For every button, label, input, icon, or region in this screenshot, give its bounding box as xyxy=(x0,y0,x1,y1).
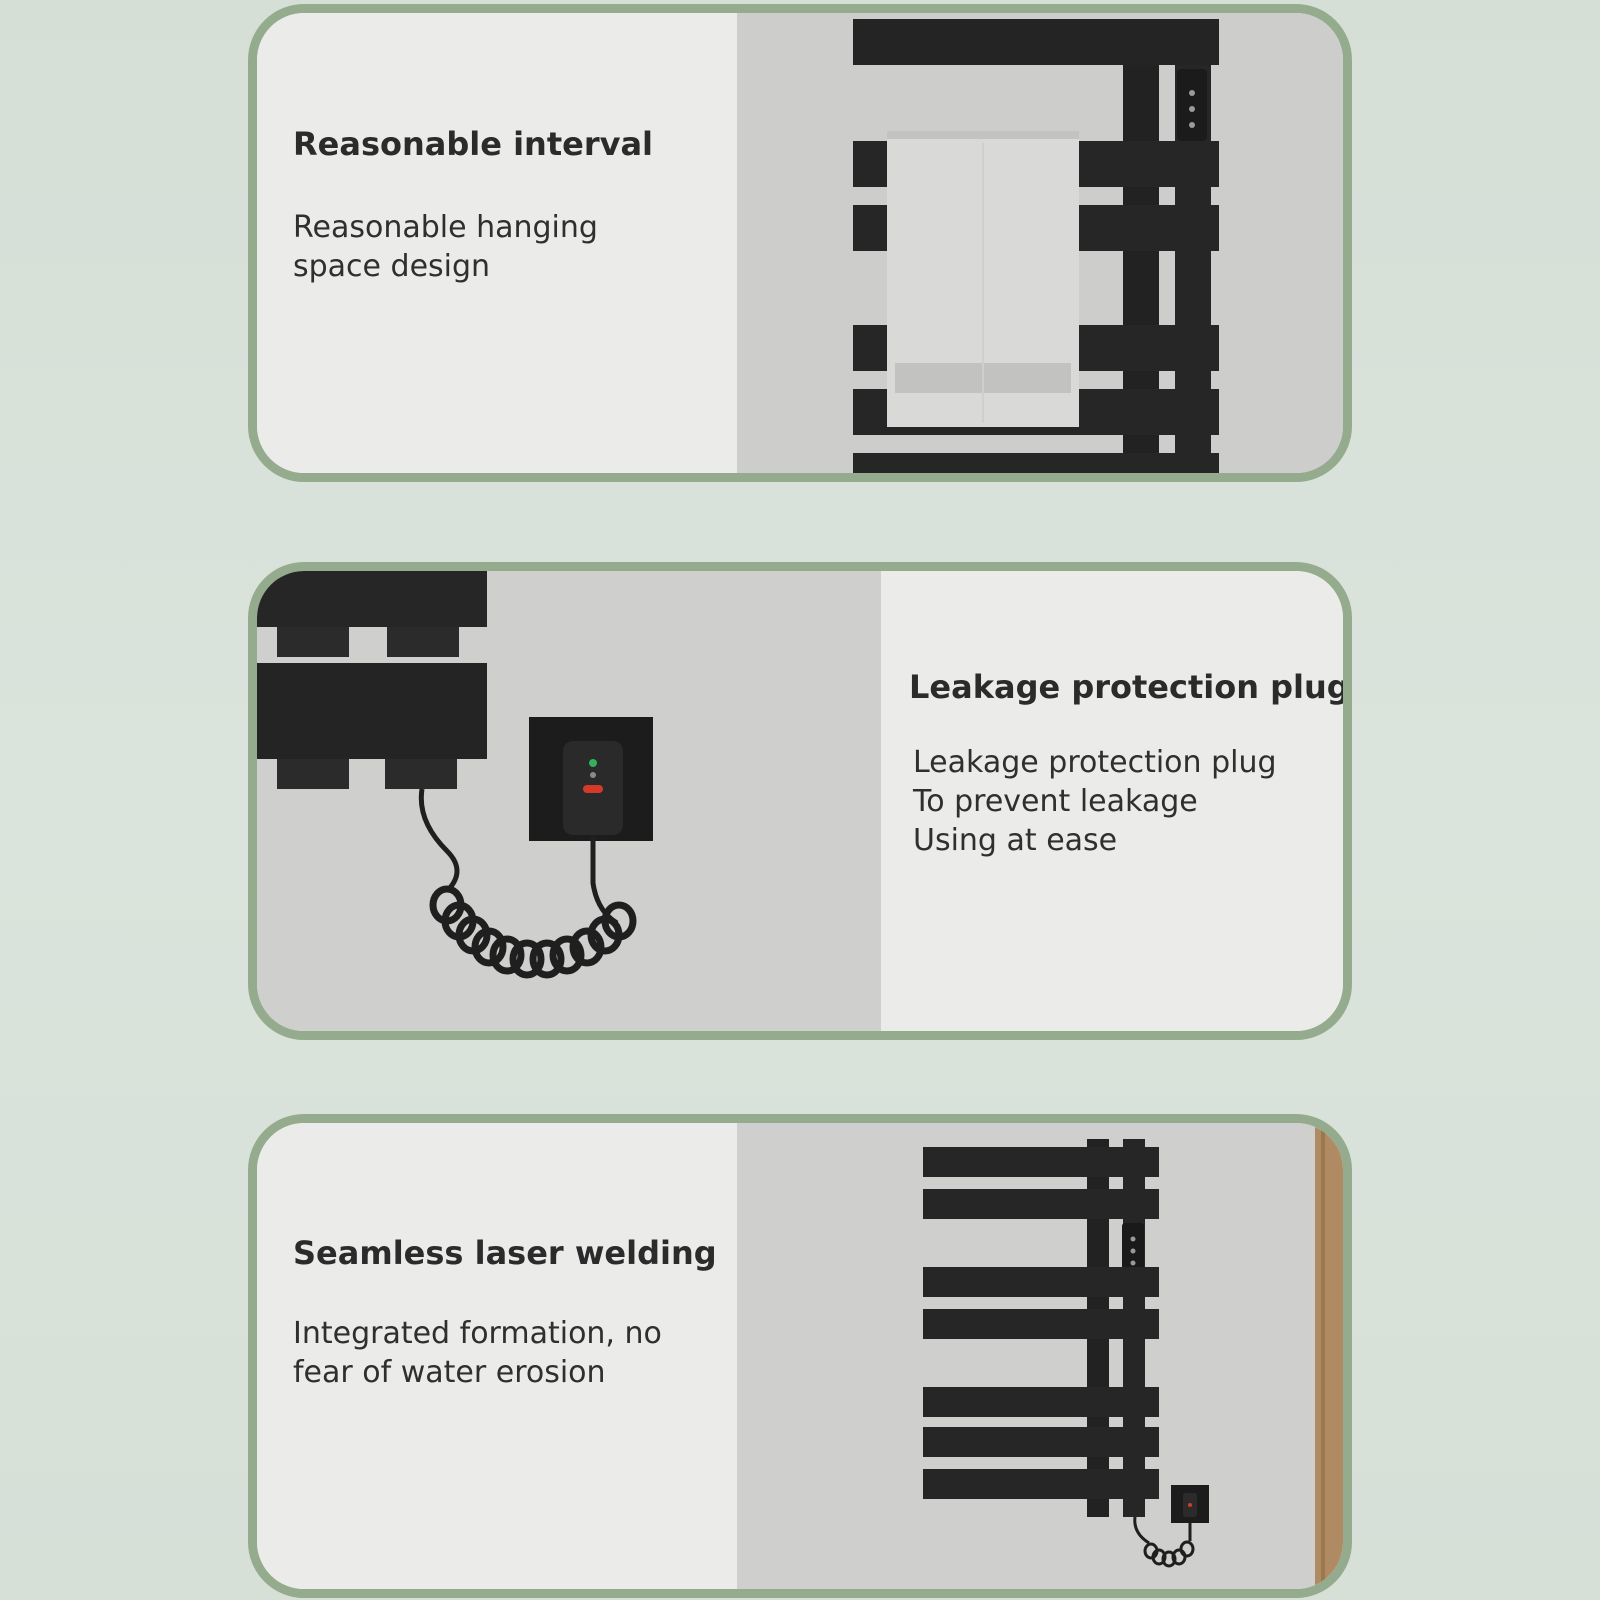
feature-description-line: Reasonable hanging xyxy=(293,210,598,245)
feature-card-welding: Seamless laser welding Integrated format… xyxy=(248,1114,1352,1598)
leakage-plug-image xyxy=(257,571,881,1031)
feature-description: Leakage protection plug To prevent leaka… xyxy=(913,743,1277,860)
feature-description-line: Integrated formation, no xyxy=(293,1316,662,1351)
feature-description: Reasonable hanging space design xyxy=(293,208,598,286)
welded-rail-image xyxy=(737,1123,1343,1589)
feature-description-line: space design xyxy=(293,249,491,284)
towel-rail-image xyxy=(737,13,1343,473)
feature-description-line: Leakage protection plug xyxy=(913,745,1277,780)
feature-title: Leakage protection plug xyxy=(909,668,1350,706)
feature-description-line: To prevent leakage xyxy=(913,784,1198,819)
feature-title: Seamless laser welding xyxy=(293,1234,717,1272)
towel-rail-illustration xyxy=(737,13,1343,473)
feature-description: Integrated formation, no fear of water e… xyxy=(293,1314,662,1392)
welded-rail-illustration xyxy=(737,1123,1343,1589)
feature-description-line: fear of water erosion xyxy=(293,1355,606,1390)
feature-card-leakage: Leakage protection plug Leakage protecti… xyxy=(248,562,1352,1040)
feature-text-panel: Seamless laser welding Integrated format… xyxy=(257,1123,737,1589)
leakage-plug-illustration xyxy=(257,571,881,1031)
feature-text-panel: Reasonable interval Reasonable hanging s… xyxy=(257,13,737,473)
feature-card-interval: Reasonable interval Reasonable hanging s… xyxy=(248,4,1352,482)
feature-description-line: Using at ease xyxy=(913,823,1118,858)
feature-title: Reasonable interval xyxy=(293,125,654,163)
feature-text-panel: Leakage protection plug Leakage protecti… xyxy=(881,571,1343,1031)
